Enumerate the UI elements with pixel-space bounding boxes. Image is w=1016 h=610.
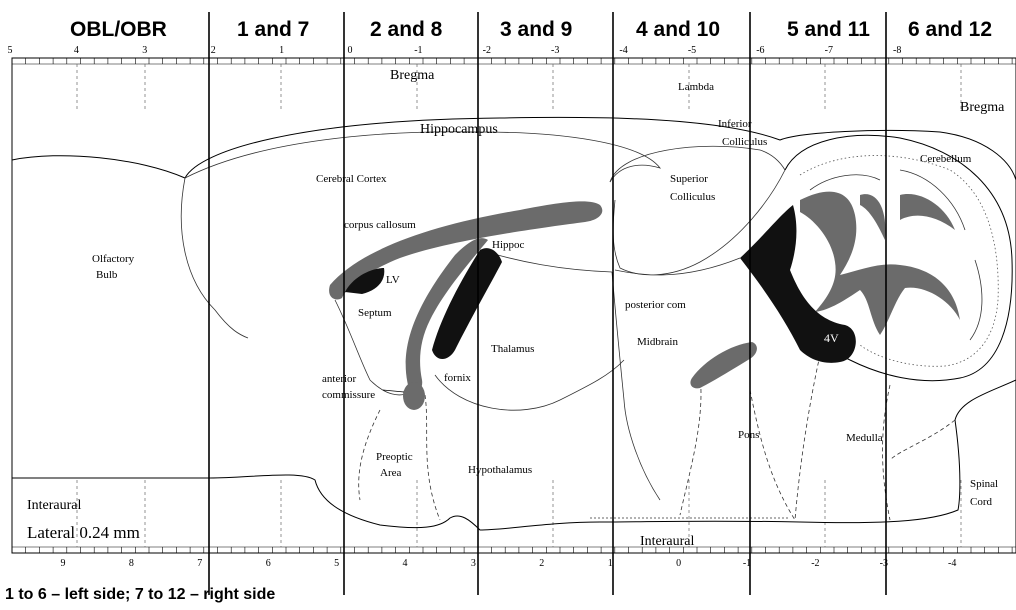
label-lambda: Lambda bbox=[678, 81, 714, 93]
label-corpus-callosum: corpus callosum bbox=[344, 219, 416, 231]
top-tick-labels: 5 4 3 2 1 0 -1 -2 -3 -4 -5 -6 -7 -8 bbox=[8, 45, 902, 56]
bottom-tick-label: -3 bbox=[880, 558, 888, 569]
label-cerebral-cortex: Cerebral Cortex bbox=[316, 173, 387, 185]
bottom-tick-label: 4 bbox=[403, 558, 408, 569]
label-septum: Septum bbox=[358, 307, 392, 319]
label-olfactory-bulb-1: Olfactory bbox=[92, 253, 135, 265]
caption: 1 to 6 – left side; 7 to 12 – right side bbox=[5, 586, 275, 603]
label-inferior-colliculus-1: Inferior bbox=[718, 118, 752, 130]
bottom-tick-label: 8 bbox=[129, 558, 134, 569]
bottom-tick-label: 5 bbox=[334, 558, 339, 569]
label-lateral: Lateral 0.24 mm bbox=[27, 523, 140, 542]
top-tick-label: 5 bbox=[8, 45, 13, 56]
bottom-tick-label: 2 bbox=[539, 558, 544, 569]
segment-header-3: 2 and 8 bbox=[370, 18, 443, 41]
label-anterior-commissure-2: commissure bbox=[322, 389, 375, 401]
bottom-tick-label: 0 bbox=[676, 558, 681, 569]
top-tick-label: -3 bbox=[551, 45, 559, 56]
olfactory-boundary bbox=[181, 178, 248, 338]
label-spinal-cord-2: Cord bbox=[970, 496, 993, 508]
bottom-tick-label: 1 bbox=[608, 558, 613, 569]
label-fornix: fornix bbox=[444, 372, 471, 384]
label-inferior-colliculus-2: Colliculus bbox=[722, 136, 767, 148]
label-interaural-left: Interaural bbox=[27, 498, 82, 513]
label-superior-colliculus-2: Colliculus bbox=[670, 191, 715, 203]
bottom-tick-labels: 9 8 7 6 5 4 3 2 1 0 -1 -2 -3 -4 bbox=[61, 558, 957, 569]
bottom-tick-label: 7 bbox=[197, 558, 202, 569]
segment-header-1: OBL/OBR bbox=[70, 18, 167, 41]
label-preoptic-area-1: Preoptic bbox=[376, 451, 413, 463]
label-pons: Pons bbox=[738, 429, 759, 441]
label-interaural-bottom: Interaural bbox=[640, 534, 695, 549]
label-thalamus: Thalamus bbox=[491, 343, 534, 355]
label-bregma-top: Bregma bbox=[390, 68, 435, 83]
label-spinal-cord-1: Spinal bbox=[970, 478, 998, 490]
aqueduct bbox=[690, 342, 757, 388]
label-anterior-commissure-1: anterior bbox=[322, 373, 357, 385]
anterior-commissure bbox=[403, 382, 425, 410]
top-tick-label: 1 bbox=[279, 45, 284, 56]
label-fourth-ventricle: 4V bbox=[824, 331, 839, 345]
label-medulla: Medulla bbox=[846, 432, 883, 444]
label-hypothalamus: Hypothalamus bbox=[468, 464, 532, 476]
label-preoptic-area-2: Area bbox=[380, 467, 401, 479]
top-tick-label: -2 bbox=[483, 45, 491, 56]
label-lv: LV bbox=[386, 274, 400, 286]
pons-boundary bbox=[680, 375, 795, 520]
label-hippoc: Hippoc bbox=[492, 239, 525, 251]
top-tick-label: -1 bbox=[414, 45, 422, 56]
label-posterior-com: posterior com bbox=[625, 299, 686, 311]
segment-header-6: 5 and 11 bbox=[787, 18, 870, 41]
segment-header-7: 6 and 12 bbox=[908, 18, 992, 41]
top-tick-label: -7 bbox=[825, 45, 833, 56]
top-tick-label: 2 bbox=[211, 45, 216, 56]
brainstem-line bbox=[615, 258, 740, 275]
label-bregma-right: Bregma bbox=[960, 100, 1005, 115]
label-cerebellum: Cerebellum bbox=[920, 153, 972, 165]
bottom-tick-label: -4 bbox=[948, 558, 956, 569]
label-superior-colliculus-1: Superior bbox=[670, 173, 708, 185]
segment-header-4: 3 and 9 bbox=[500, 18, 572, 41]
bottom-tick-label: 9 bbox=[61, 558, 66, 569]
label-hippocampus: Hippocampus bbox=[420, 122, 498, 137]
bottom-tick-label: -2 bbox=[811, 558, 819, 569]
label-midbrain: Midbrain bbox=[637, 336, 678, 348]
top-tick-label: 0 bbox=[348, 45, 353, 56]
cortex-inner-line bbox=[185, 132, 660, 182]
top-tick-label: -4 bbox=[619, 45, 627, 56]
top-tick-label: -8 bbox=[893, 45, 901, 56]
segment-header-2: 1 and 7 bbox=[237, 18, 309, 41]
bottom-tick-label: -1 bbox=[743, 558, 751, 569]
top-tick-label: -6 bbox=[756, 45, 764, 56]
segment-header-5: 4 and 10 bbox=[636, 18, 720, 41]
top-tick-label: -5 bbox=[688, 45, 696, 56]
top-tick-label: 4 bbox=[74, 45, 79, 56]
bottom-tick-label: 6 bbox=[266, 558, 271, 569]
top-tick-label: 3 bbox=[142, 45, 147, 56]
bottom-tick-label: 3 bbox=[471, 558, 476, 569]
label-olfactory-bulb-2: Bulb bbox=[96, 269, 118, 281]
